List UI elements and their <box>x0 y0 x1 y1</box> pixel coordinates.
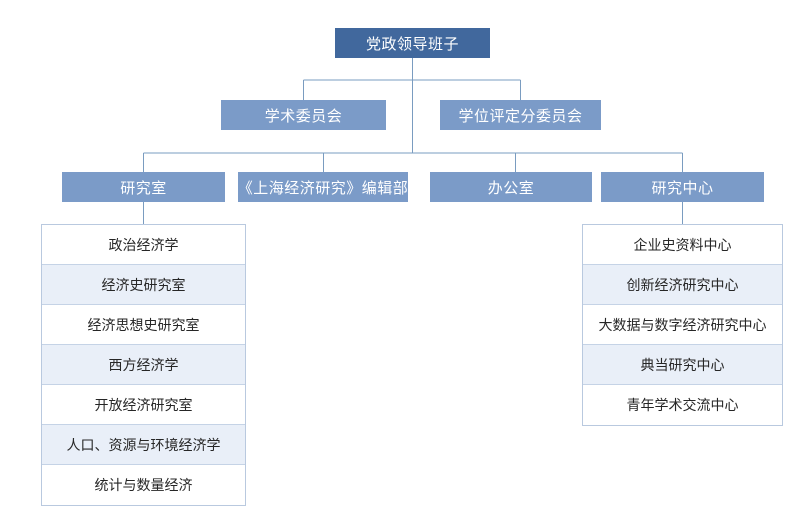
node-administration-office[interactable]: 办公室 <box>430 172 592 202</box>
list-item[interactable]: 西方经济学 <box>42 345 245 385</box>
list-item[interactable]: 典当研究中心 <box>583 345 782 385</box>
node-academic-committee[interactable]: 学术委员会 <box>221 100 386 130</box>
node-party-leadership[interactable]: 党政领导班子 <box>335 28 490 58</box>
list-item[interactable]: 创新经济研究中心 <box>583 265 782 305</box>
list-item[interactable]: 开放经济研究室 <box>42 385 245 425</box>
list-item[interactable]: 经济思想史研究室 <box>42 305 245 345</box>
node-research-offices[interactable]: 研究室 <box>62 172 225 202</box>
list-item[interactable]: 企业史资料中心 <box>583 225 782 265</box>
list-item[interactable]: 人口、资源与环境经济学 <box>42 425 245 465</box>
list-item[interactable]: 政治经济学 <box>42 225 245 265</box>
research-centers-list: 企业史资料中心 创新经济研究中心 大数据与数字经济研究中心 典当研究中心 青年学… <box>582 224 783 426</box>
list-item[interactable]: 经济史研究室 <box>42 265 245 305</box>
list-item[interactable]: 大数据与数字经济研究中心 <box>583 305 782 345</box>
node-degree-evaluation-committee[interactable]: 学位评定分委员会 <box>440 100 601 130</box>
list-item[interactable]: 青年学术交流中心 <box>583 385 782 425</box>
research-offices-list: 政治经济学 经济史研究室 经济思想史研究室 西方经济学 开放经济研究室 人口、资… <box>41 224 246 506</box>
node-research-centers[interactable]: 研究中心 <box>601 172 764 202</box>
list-item[interactable]: 统计与数量经济 <box>42 465 245 505</box>
node-journal-editorial-department[interactable]: 《上海经济研究》编辑部 <box>238 172 408 202</box>
